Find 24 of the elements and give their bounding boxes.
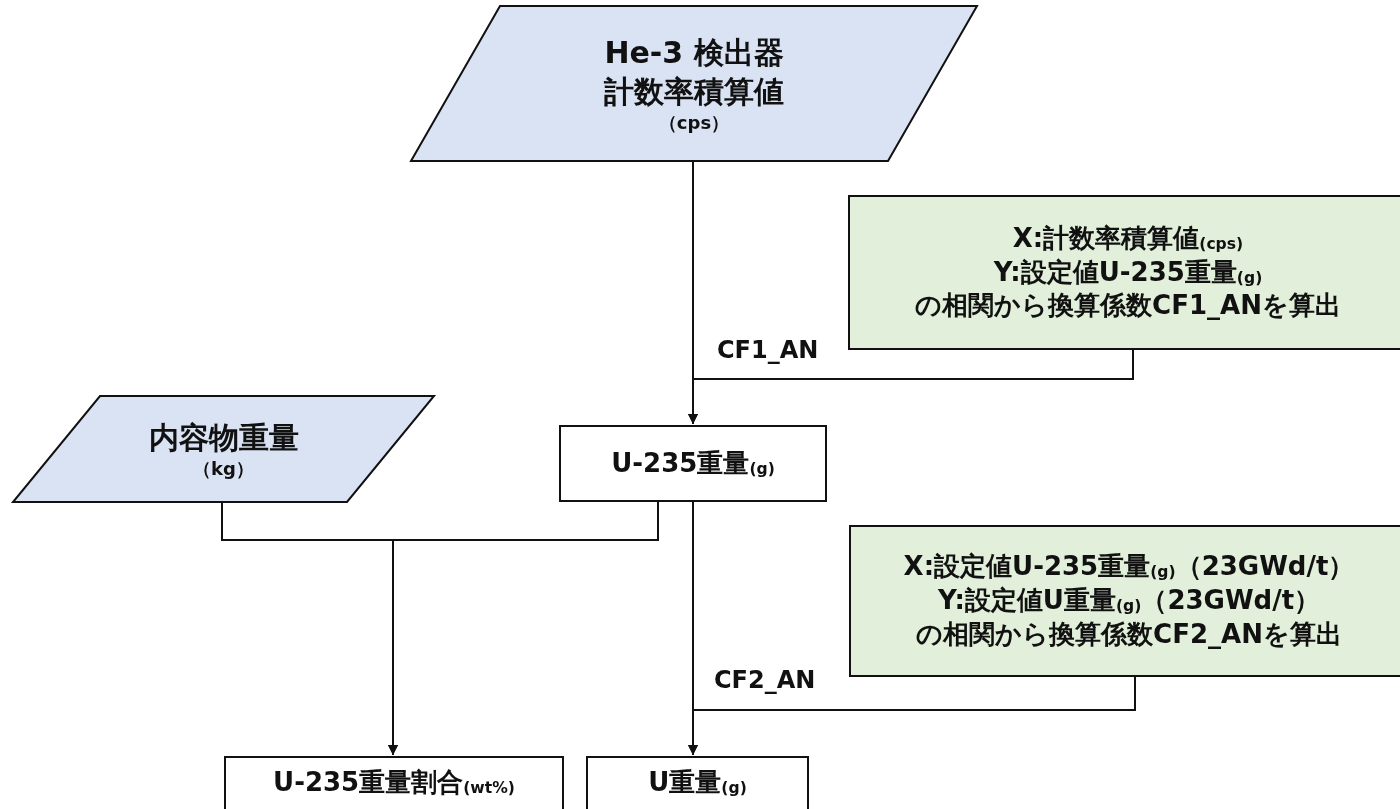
node-text: の相関から換算係数CF2_ANを算出 (916, 617, 1342, 651)
node-text: X:計数率積算値$_{(cps)}$ (1012, 221, 1244, 255)
node-text: 計数率積算値 (604, 72, 784, 111)
node-text: U-235重量$_{(g)}$ (611, 446, 775, 480)
node-text: の相関から換算係数CF1_ANを算出 (915, 289, 1341, 323)
node-text: U-235重量割合$_{(wt%)}$ (273, 766, 515, 799)
input-parallelogram (410, 5, 978, 162)
arrow (388, 501, 659, 756)
process-box (559, 425, 827, 502)
node-text: （kg） (193, 456, 254, 481)
node-text: He-3 検出器 (604, 33, 784, 72)
node-text: 内容物重量 (148, 418, 299, 457)
process-box (586, 756, 809, 809)
node-text: U重量$_{(g)}$ (648, 766, 747, 799)
process-box (849, 525, 1400, 677)
arrow (688, 349, 1134, 425)
node-text: Y:設定値U-235重量$_{(g)}$ (993, 255, 1263, 289)
arrow (688, 676, 1136, 756)
node-text: Y:設定値U重量$_{(g)}$（23GWd/t） (937, 584, 1321, 618)
process-box (848, 195, 1400, 350)
node-text: X:設定値U-235重量$_{(g)}$（23GWd/t） (903, 550, 1355, 584)
input-parallelogram (12, 395, 435, 503)
node-text: （cps） (658, 110, 730, 135)
process-box (224, 756, 564, 809)
